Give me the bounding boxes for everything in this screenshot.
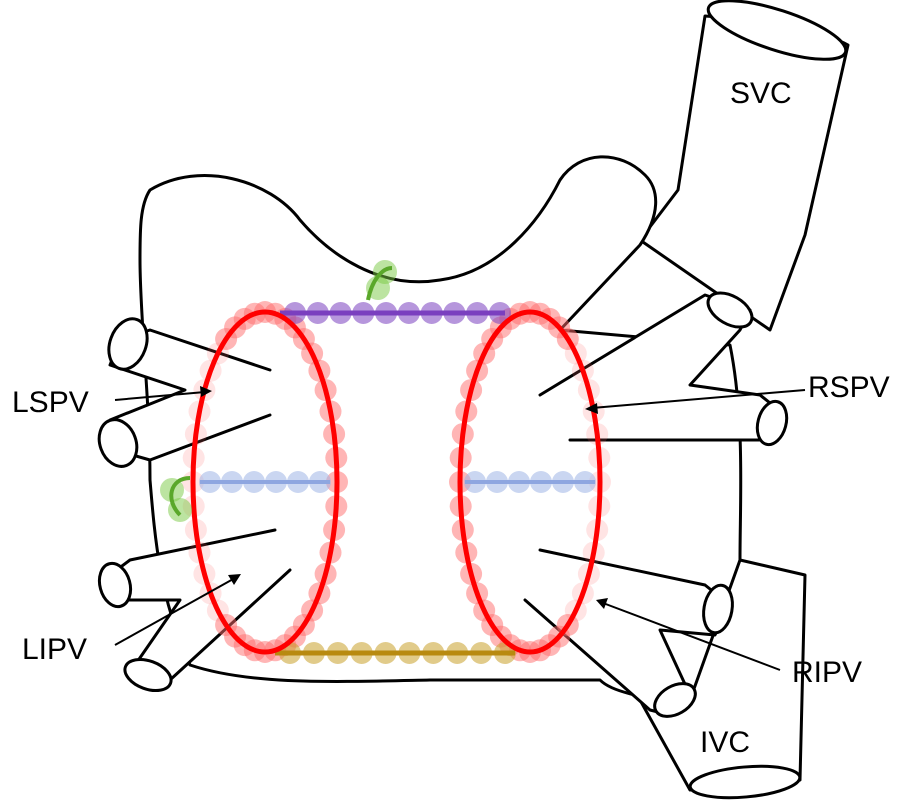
ivc-label: IVC [700,726,750,759]
lipv-label: LIPV [22,633,87,666]
ripv-label: RIPV [792,656,862,689]
svc-vessel [640,0,852,330]
rspv-label: RSPV [808,371,890,404]
svc-label: SVC [730,77,792,110]
lspv-label: LSPV [12,386,89,419]
